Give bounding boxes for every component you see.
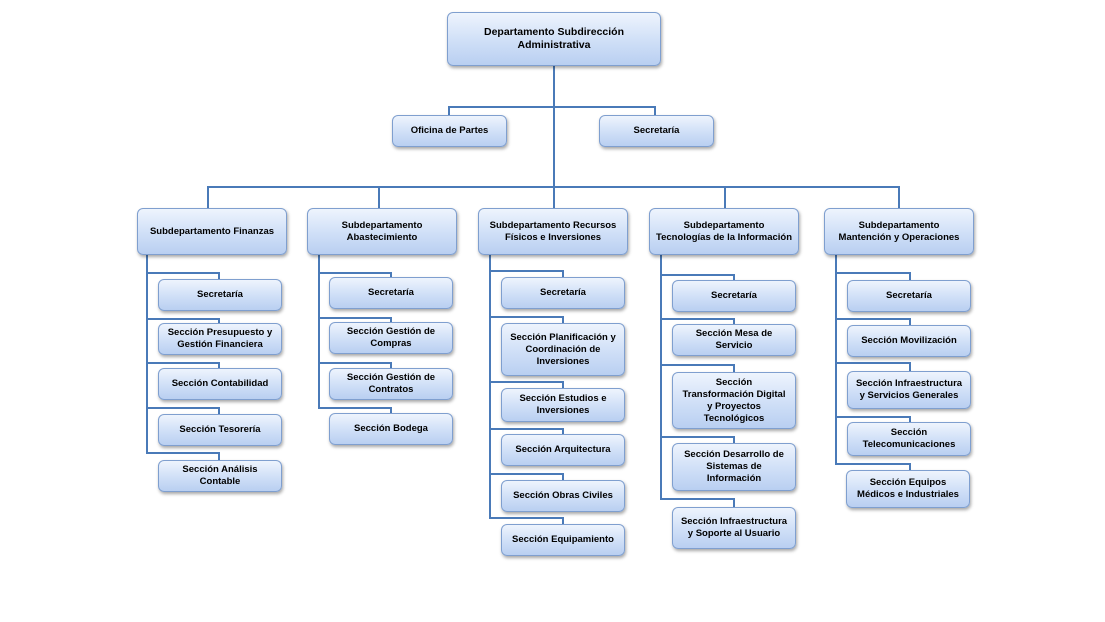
connector-line	[660, 436, 735, 438]
section-box: Sección Transformación Digital y Proyect…	[672, 372, 796, 429]
connector-line	[562, 473, 564, 481]
connector-line	[218, 362, 220, 369]
subdept-abastecimiento: Subdepartamento Abastecimiento	[307, 208, 457, 255]
connector-line	[146, 407, 220, 409]
connector-line	[489, 517, 564, 519]
subdept-tecnologias: Subdepartamento Tecnologías de la Inform…	[649, 208, 799, 255]
section-box: Sección Planificación y Coordinación de …	[501, 323, 625, 376]
connector-line	[733, 274, 735, 281]
section-box: Sección Obras Civiles	[501, 480, 625, 512]
section-box: Sección Arquitectura	[501, 434, 625, 466]
subdept-finanzas: Subdepartamento Finanzas	[137, 208, 287, 255]
connector-line	[733, 364, 735, 373]
section-box: Sección Análisis Contable	[158, 460, 282, 492]
section-box: Secretaría	[672, 280, 796, 312]
section-box: Sección Contabilidad	[158, 368, 282, 400]
connector-line	[835, 254, 837, 465]
section-box: Secretaría	[847, 280, 971, 312]
connector-line	[835, 318, 911, 320]
connector-line	[909, 416, 911, 423]
connector-line	[562, 270, 564, 278]
connector-line	[660, 498, 735, 500]
connector-line	[390, 272, 392, 278]
section-box: Sección Equipos Médicos e Industriales	[846, 470, 970, 508]
section-box: Sección Bodega	[329, 413, 453, 445]
section-box: Sección Equipamiento	[501, 524, 625, 556]
connector-line	[146, 272, 220, 274]
connector-line	[390, 317, 392, 323]
connector-line	[218, 407, 220, 415]
connector-line	[835, 272, 911, 274]
section-box: Sección Movilización	[847, 325, 971, 357]
connector-line	[909, 362, 911, 372]
staff-box-oficina-de-partes: Oficina de Partes	[392, 115, 507, 147]
connector-line	[146, 362, 220, 364]
section-box: Sección Desarrollo de Sistemas de Inform…	[672, 443, 796, 491]
connector-line	[146, 452, 220, 454]
connector-line	[909, 318, 911, 326]
connector-line	[207, 186, 209, 210]
section-box: Sección Infraestructura y Soporte al Usu…	[672, 507, 796, 549]
subdept-mantencion: Subdepartamento Mantención y Operaciones	[824, 208, 974, 255]
connector-line	[489, 381, 564, 383]
connector-line	[733, 498, 735, 508]
section-box: Sección Estudios e Inversiones	[501, 388, 625, 422]
connector-line	[733, 318, 735, 325]
connector-line	[562, 428, 564, 435]
connector-line	[218, 318, 220, 324]
connector-line	[318, 407, 392, 409]
connector-line	[390, 362, 392, 369]
connector-line	[489, 316, 564, 318]
connector-line	[146, 254, 148, 454]
section-box: Sección Presupuesto y Gestión Financiera	[158, 323, 282, 355]
connector-line	[660, 318, 735, 320]
connector-line	[660, 254, 662, 500]
connector-line	[489, 270, 564, 272]
connector-line	[378, 186, 380, 210]
connector-line	[562, 316, 564, 324]
section-box: Secretaría	[501, 277, 625, 309]
connector-line	[835, 463, 911, 465]
section-box: Sección Gestión de Contratos	[329, 368, 453, 400]
section-box: Sección Mesa de Servicio	[672, 324, 796, 356]
connector-line	[660, 274, 735, 276]
connector-line	[553, 186, 555, 210]
connector-line	[218, 452, 220, 461]
section-box: Sección Telecomunicaciones	[847, 422, 971, 456]
connector-line	[146, 318, 220, 320]
connector-line	[489, 473, 564, 475]
connector-line	[318, 317, 392, 319]
connector-line	[654, 106, 656, 117]
section-box: Secretaría	[329, 277, 453, 309]
connector-line	[562, 517, 564, 525]
section-box: Secretaría	[158, 279, 282, 311]
connector-line	[835, 416, 911, 418]
connector-line	[724, 186, 726, 210]
connector-line	[448, 106, 656, 108]
root-box: Departamento Subdirección Administrativa	[447, 12, 661, 66]
section-box: Sección Infraestructura y Servicios Gene…	[847, 371, 971, 409]
connector-line	[218, 272, 220, 280]
section-box: Sección Tesorería	[158, 414, 282, 446]
connector-line	[489, 254, 491, 519]
connector-line	[489, 428, 564, 430]
connector-line	[562, 381, 564, 389]
connector-line	[909, 463, 911, 471]
connector-line	[318, 362, 392, 364]
connector-line	[553, 64, 555, 188]
section-box: Sección Gestión de Compras	[329, 322, 453, 354]
connector-line	[660, 364, 735, 366]
connector-line	[909, 272, 911, 281]
connector-line	[898, 186, 900, 210]
connector-line	[318, 272, 392, 274]
staff-box-secretaria: Secretaría	[599, 115, 714, 147]
connector-line	[390, 407, 392, 414]
connector-line	[448, 106, 450, 117]
connector-line	[733, 436, 735, 444]
connector-line	[835, 362, 911, 364]
connector-line	[318, 254, 320, 409]
subdept-recursos-fisicos: Subdepartamento Recursos Físicos e Inver…	[478, 208, 628, 255]
